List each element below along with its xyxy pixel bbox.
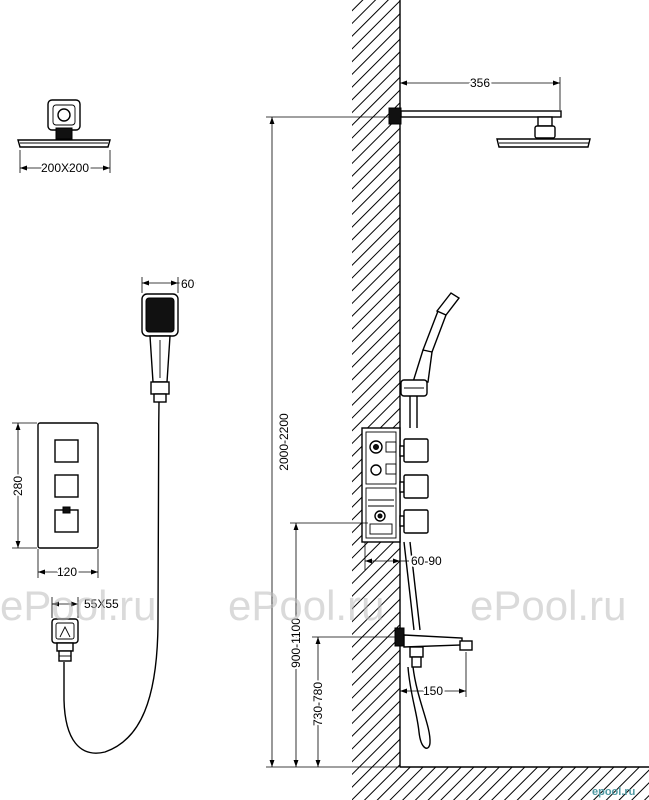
valve-2-port <box>385 463 397 475</box>
wall-hatch <box>352 0 649 800</box>
side-rain-shower <box>388 107 591 148</box>
spout-body <box>403 634 463 648</box>
panel-knob-3-indicator <box>62 506 71 514</box>
dim-spout-length-label: 150 <box>423 684 443 698</box>
head-bracket-inner <box>52 104 76 126</box>
hand-shower-head-side <box>435 292 461 316</box>
rain-head-front <box>17 139 111 148</box>
head-connector-nut <box>534 125 556 139</box>
dim-head-size-label: 200X200 <box>41 161 89 175</box>
hose-middle <box>403 541 421 631</box>
dim-panel-height-label: 280 <box>11 476 25 496</box>
knob-3-side <box>403 509 429 534</box>
dim-hand-width-label: 60 <box>181 277 195 291</box>
side-dimensions: 356 2000-2200 900-1100 730-780 60-90 150 <box>266 74 561 768</box>
hand-shower-nozzle-face <box>145 297 175 333</box>
panel-knob-2 <box>54 474 79 498</box>
outlet-elbow <box>59 625 71 638</box>
watermark-corner: epool.ru <box>592 786 635 798</box>
hose-lower <box>407 666 431 749</box>
valve-1-port <box>385 441 397 453</box>
outlet-fitting <box>56 642 74 652</box>
valve-1-core <box>373 444 379 450</box>
valve-2 <box>370 464 382 476</box>
thermostat-cartridge-core <box>377 513 383 519</box>
box-upper-chamber <box>365 431 397 485</box>
front-thermostat-panel: 280 120 <box>9 422 99 581</box>
diverter-knob <box>411 656 422 668</box>
panel-knob-1 <box>54 439 79 463</box>
spout-outlet <box>459 640 473 651</box>
shower-hose <box>63 401 160 754</box>
watermark-right: ePool.ru <box>470 582 626 629</box>
holder-hose <box>409 396 418 428</box>
head-connector <box>537 116 553 127</box>
watermarks: ePool.ru ePool.ru ePool.ru epool.ru <box>0 582 635 798</box>
front-wall-outlet: 55X55 <box>51 595 121 662</box>
dim-panel-width-label: 120 <box>57 565 77 579</box>
dim-spout-height-label: 730-780 <box>311 682 325 726</box>
diverter-body <box>409 646 424 658</box>
hand-shower-handle-side <box>412 349 433 383</box>
side-hand-shower <box>400 292 461 428</box>
cartridge-body <box>369 523 393 535</box>
hand-shower-fitting <box>153 393 167 403</box>
watermark-center: ePool.ru <box>228 582 384 629</box>
hand-shower-connector <box>150 381 170 395</box>
dim-outlet-size-label: 55X55 <box>84 597 119 611</box>
dim-box-depth-label: 60-90 <box>411 554 442 568</box>
spout-wall-plate <box>394 627 405 647</box>
knob-1-side <box>403 438 429 463</box>
shower-arm <box>400 110 562 118</box>
front-rain-head: 200X200 <box>17 99 111 177</box>
valve-1 <box>369 440 383 454</box>
watermark-left: ePool.ru <box>0 582 156 629</box>
box-lower-chamber <box>365 487 397 539</box>
dim-valve-height-label: 900-1100 <box>289 618 303 668</box>
side-bath-spout <box>394 627 473 668</box>
hand-shower-neck-side <box>422 310 447 353</box>
outlet-plate-inner <box>55 622 75 640</box>
side-thermostat <box>361 427 429 543</box>
head-bracket-nut <box>57 108 71 122</box>
front-hand-shower: 60 <box>141 275 197 403</box>
cartridge-lines <box>368 499 394 507</box>
knob-2-side <box>403 474 429 499</box>
dim-head-height-label: 2000-2200 <box>277 413 291 471</box>
dim-arm-length-label: 356 <box>470 76 490 90</box>
thermostat-cartridge <box>374 510 386 522</box>
head-neck <box>55 127 73 140</box>
arm-wall-mount <box>388 107 402 125</box>
